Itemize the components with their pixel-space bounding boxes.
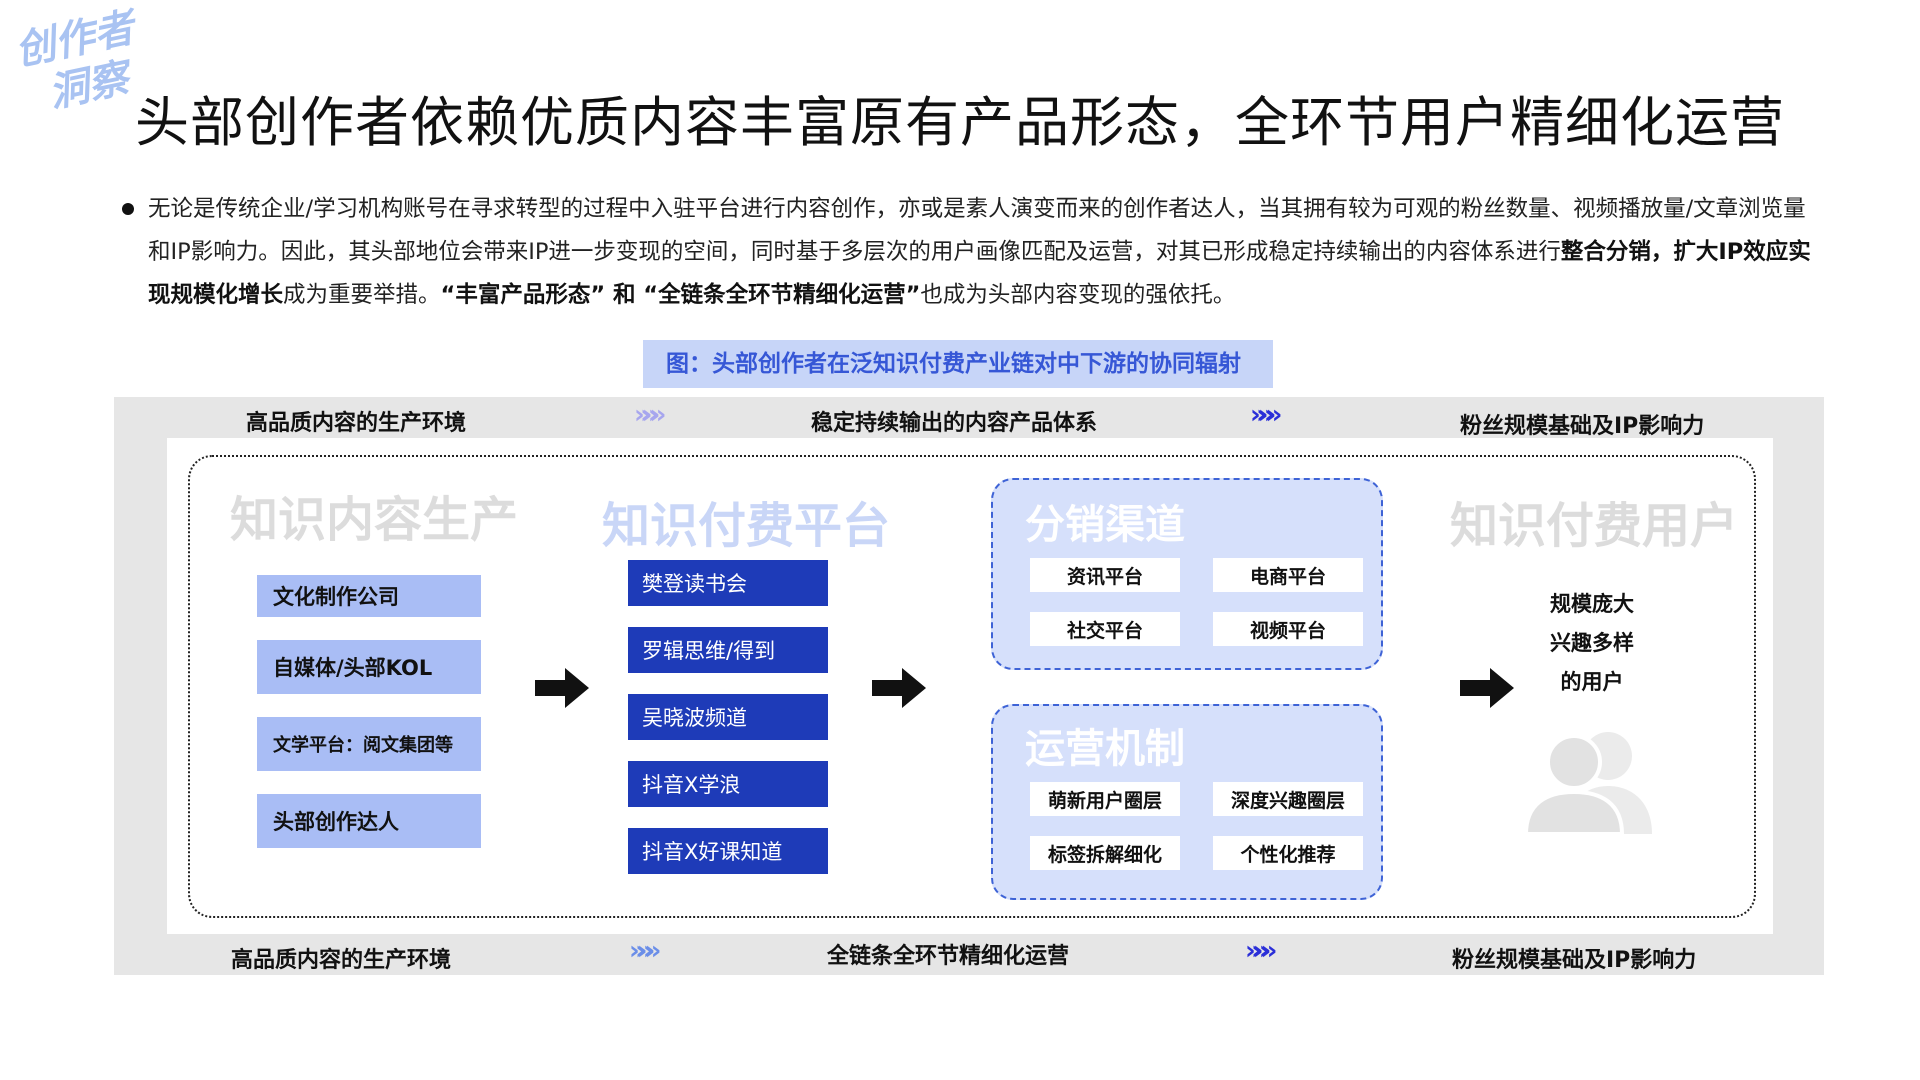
distribution-tag: 视频平台 bbox=[1213, 612, 1363, 646]
production-heading: 知识内容生产 bbox=[230, 492, 519, 548]
paragraph-segment: 和 bbox=[605, 282, 644, 308]
platform-item: 樊登读书会 bbox=[628, 560, 828, 606]
users-line: 规模庞大 bbox=[1550, 592, 1634, 616]
bottom-band-left-label: 高品质内容的生产环境 bbox=[231, 948, 452, 973]
top-band-left-label: 高品质内容的生产环境 bbox=[246, 411, 467, 436]
paragraph-segment: 成为重要举措。 bbox=[283, 282, 441, 308]
paragraph-segment-bold: “丰富产品形态” bbox=[440, 282, 606, 308]
users-description: 规模庞大 兴趣多样 的用户 bbox=[1472, 585, 1712, 702]
bottom-band-right-label: 粉丝规模基础及IP影响力 bbox=[1452, 948, 1697, 973]
production-item: 文化制作公司 bbox=[257, 575, 481, 617]
paragraph-segment-bold: “全链条全环节精细化运营” bbox=[643, 282, 921, 308]
operations-tag: 深度兴趣圈层 bbox=[1213, 782, 1363, 816]
diagram-dotted-frame bbox=[188, 455, 1756, 918]
chevron-right-icon: »»» bbox=[1245, 936, 1278, 966]
distribution-tag: 电商平台 bbox=[1213, 558, 1363, 592]
bullet-icon bbox=[122, 203, 134, 215]
arrow-right-icon bbox=[535, 668, 589, 708]
distribution-tag: 资讯平台 bbox=[1030, 558, 1180, 592]
chevron-right-icon: »»» bbox=[634, 400, 667, 430]
users-heading: 知识付费用户 bbox=[1450, 498, 1739, 554]
production-item: 自媒体/头部KOL bbox=[257, 640, 481, 694]
arrow-right-icon bbox=[872, 668, 926, 708]
production-item: 文学平台：阅文集团等 bbox=[257, 717, 481, 771]
operations-group: 运营机制 萌新用户圈层 深度兴趣圈层 标签拆解细化 个性化推荐 bbox=[991, 704, 1383, 900]
platform-heading: 知识付费平台 bbox=[602, 498, 891, 554]
distribution-group: 分销渠道 资讯平台 电商平台 社交平台 视频平台 bbox=[991, 478, 1383, 670]
users-line: 兴趣多样 bbox=[1550, 631, 1634, 655]
distribution-heading: 分销渠道 bbox=[1025, 502, 1185, 548]
paragraph-segment-bold: 整合分销，扩大IP效应实现规模化增长 bbox=[148, 239, 1811, 308]
top-band-center-label: 稳定持续输出的内容产品体系 bbox=[811, 411, 1098, 436]
arrow-right-icon bbox=[1460, 668, 1514, 708]
chevron-right-icon: »»» bbox=[629, 936, 662, 966]
distribution-tag: 社交平台 bbox=[1030, 612, 1180, 646]
users-icon bbox=[1524, 732, 1652, 834]
paragraph-segment: 也成为头部内容变现的强依托。 bbox=[920, 282, 1236, 308]
intro-paragraph: 无论是传统企业/学习机构账号在寻求转型的过程中入驻平台进行内容创作，亦或是素人演… bbox=[148, 188, 1828, 317]
operations-heading: 运营机制 bbox=[1025, 726, 1185, 772]
operations-tag: 标签拆解细化 bbox=[1030, 836, 1180, 870]
chevron-right-icon: »»» bbox=[1250, 400, 1283, 430]
paragraph-segment: 无论是传统企业/学习机构账号在寻求转型的过程中入驻平台进行内容创作，亦或是素人演… bbox=[148, 196, 1806, 265]
operations-tag: 个性化推荐 bbox=[1213, 836, 1363, 870]
page-title: 头部创作者依赖优质内容丰富原有产品形态，全环节用户精细化运营 bbox=[135, 91, 1785, 154]
platform-item: 抖音X学浪 bbox=[628, 761, 828, 807]
users-line: 的用户 bbox=[1560, 670, 1624, 694]
platform-item: 抖音X好课知道 bbox=[628, 828, 828, 874]
production-item: 头部创作达人 bbox=[257, 794, 481, 848]
operations-tag: 萌新用户圈层 bbox=[1030, 782, 1180, 816]
top-band-right-label: 粉丝规模基础及IP影响力 bbox=[1460, 414, 1705, 439]
figure-caption: 图：头部创作者在泛知识付费产业链对中下游的协同辐射 bbox=[643, 340, 1273, 388]
platform-item: 罗辑思维/得到 bbox=[628, 627, 828, 673]
bottom-band-center-label: 全链条全环节精细化运营 bbox=[827, 944, 1070, 969]
platform-item: 吴晓波频道 bbox=[628, 694, 828, 740]
